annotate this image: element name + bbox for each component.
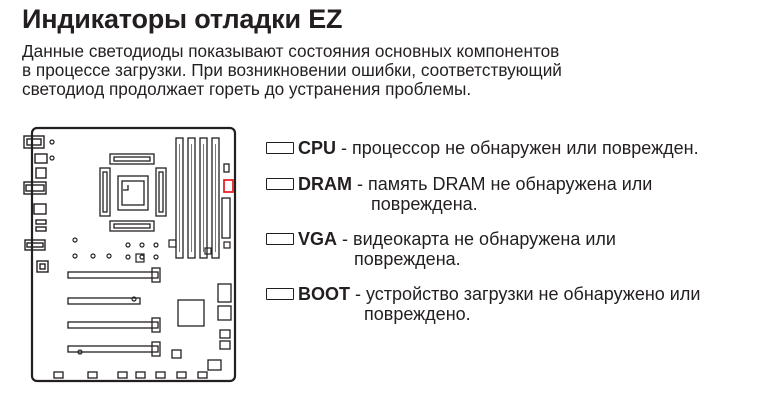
bottom-headers bbox=[53, 371, 208, 379]
intro-line: светодиод продолжает гореть до устранени… bbox=[22, 79, 472, 99]
led-item-cpu: CPU - процессор не обнаружен или поврежд… bbox=[266, 138, 699, 158]
cpu-socket bbox=[99, 153, 167, 232]
led-description: устройство загрузки не обнаружено или bbox=[366, 284, 701, 304]
led-separator: - bbox=[337, 229, 354, 249]
led-item-dram: DRAM - память DRAM не обнаружена или пов… bbox=[266, 174, 652, 214]
dimm-slots bbox=[175, 137, 220, 259]
led-description: видеокарта не обнаружена или bbox=[353, 229, 616, 249]
pcie-slots bbox=[67, 267, 161, 357]
led-separator: - bbox=[336, 138, 353, 158]
led-name: BOOT bbox=[298, 284, 350, 304]
atx-power-connector bbox=[221, 163, 231, 239]
board-components bbox=[49, 139, 231, 355]
led-name: DRAM bbox=[298, 174, 352, 194]
led-name: CPU bbox=[298, 138, 337, 158]
led-description: процессор не обнаружен или поврежден. bbox=[352, 138, 699, 158]
led-description-cont: повреждена. bbox=[354, 249, 461, 269]
led-name: VGA bbox=[298, 229, 338, 249]
intro-line: в процессе загрузки. При возникновении о… bbox=[22, 60, 562, 80]
led-icon bbox=[266, 178, 294, 190]
page-title: Индикаторы отладки EZ bbox=[22, 4, 343, 34]
led-separator: - bbox=[352, 174, 368, 194]
led-icon bbox=[266, 233, 294, 245]
intro-line: Данные светодиоды показывают состояния о… bbox=[22, 41, 560, 61]
board-outline bbox=[30, 126, 237, 383]
led-description-cont: повреждена. bbox=[371, 194, 478, 214]
led-icon bbox=[266, 142, 294, 154]
chipset-and-sata bbox=[171, 283, 232, 371]
led-description-cont: повреждено. bbox=[364, 304, 471, 324]
rear-io-ports bbox=[23, 135, 49, 273]
intro-text: Данные светодиоды показывают состояния о… bbox=[22, 42, 742, 99]
ez-debug-led-highlight bbox=[223, 179, 234, 193]
led-separator: - bbox=[350, 284, 366, 304]
motherboard-diagram bbox=[23, 126, 237, 383]
led-description: память DRAM не обнаружена или bbox=[368, 174, 653, 194]
led-item-vga: VGA - видеокарта не обнаружена или повре… bbox=[266, 229, 616, 269]
led-icon bbox=[266, 288, 294, 300]
led-item-boot: BOOT - устройство загрузки не обнаружено… bbox=[266, 284, 700, 324]
